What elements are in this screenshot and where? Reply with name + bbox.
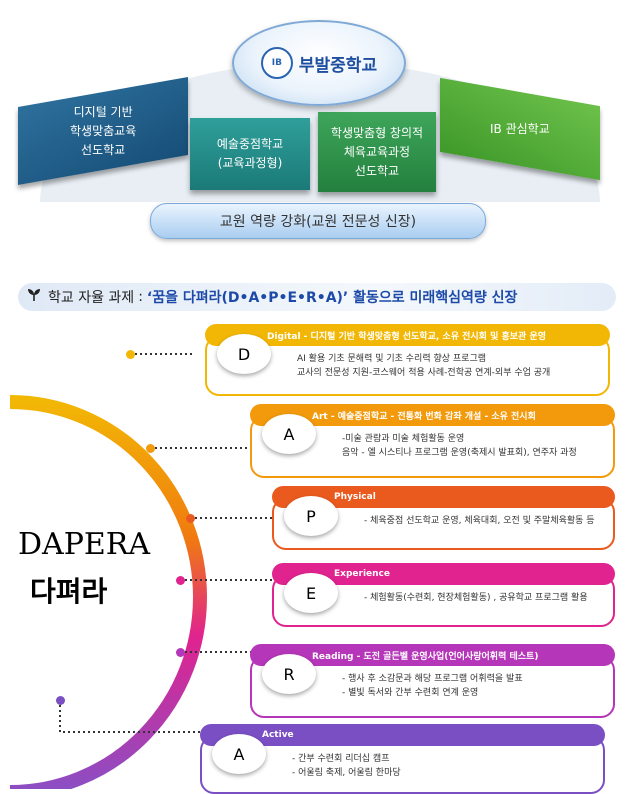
dapera-title: DAPERA bbox=[18, 527, 151, 562]
school-logo: IB bbox=[260, 47, 293, 79]
dapera-row-header: Active bbox=[200, 724, 605, 746]
dapera-row-header: Art - 예술중점학교 - 전통화 번화 감좌 개설 - 소유 전시회 bbox=[250, 404, 615, 426]
school-emblem: IB 부발중학교 bbox=[232, 20, 406, 106]
task-label: 학교 자율 과제 bbox=[48, 290, 135, 306]
dapera-row-line: - 체험활동(수련회, 현장체험활동) , 공유학교 프로그램 활용 bbox=[364, 593, 588, 603]
connector-dot bbox=[186, 514, 195, 523]
connector-dot bbox=[126, 350, 135, 359]
pillar-physical: 학생맞춤형 창의적 체육교육과정 선도학교 bbox=[318, 112, 436, 192]
pillar-line: 선도학교 bbox=[354, 163, 400, 178]
pillar-line: 선도학교 bbox=[80, 142, 126, 157]
dapera-row-line: - 체육중점 선도학교 운영, 체육대회, 오전 및 주말체육활동 등 bbox=[364, 516, 595, 526]
task-text: ‘꿈을 다펴라(D•A•P•E•R•A)’ 활동으로 미래핵심역량 신장 bbox=[146, 290, 518, 306]
teacher-capacity-pill: 교원 역량 강화(교원 전문성 신장) bbox=[150, 203, 486, 239]
dapera-korean-title: 다펴라 bbox=[30, 575, 108, 608]
dapera-letter-badge: A bbox=[262, 414, 316, 454]
dapera-row-header: Reading - 도전 골든벨 운영사업(언어사랑어휘력 테스트) bbox=[250, 644, 615, 666]
connector-dot bbox=[176, 648, 185, 657]
task-separator: : bbox=[138, 289, 143, 305]
dapera-row-header: Physical bbox=[272, 486, 615, 508]
dapera-row-line: -미술 관람과 미술 체험활동 운영 bbox=[342, 434, 465, 444]
dapera-row-line: - 별빛 독서와 간부 수련회 연계 운영 bbox=[342, 688, 479, 698]
connector-dot bbox=[146, 444, 155, 453]
dapera-row-line: AI 활용 기초 문해력 및 기초 수리력 향상 프로그램 bbox=[297, 354, 487, 364]
dapera-row-line: 음악 - 엘 시스티나 프로그램 운영(축제시 발표회), 연주자 과정 bbox=[342, 448, 577, 458]
dapera-letter-badge: E bbox=[284, 573, 338, 613]
pillar-line: 체육교육과정 bbox=[343, 144, 411, 159]
sprout-icon bbox=[26, 288, 48, 306]
pillar-art: 예술중점학교 (교육과정형) bbox=[190, 118, 310, 190]
task-bar: 학교 자율 과제 : ‘꿈을 다펴라(D•A•P•E•R•A)’ 활동으로 미래… bbox=[18, 283, 616, 311]
dapera-letter-badge: R bbox=[262, 654, 316, 694]
connector-dot bbox=[56, 696, 65, 705]
dapera-letter-badge: D bbox=[217, 334, 271, 374]
connector-dot bbox=[176, 576, 185, 585]
pillar-line: 학생맞춤형 창의적 bbox=[330, 125, 424, 140]
dapera-letter-badge: A bbox=[212, 734, 266, 774]
dapera-row-line: - 어울림 축제, 어울림 한마당 bbox=[292, 768, 401, 778]
dapera-row-line: - 행사 후 소감문과 해당 프로그램 어휘력을 발표 bbox=[342, 674, 523, 684]
dapera-row-header: Experience bbox=[272, 563, 615, 585]
pillar-line: IB 관심학교 bbox=[490, 121, 550, 136]
dapera-row-header: Digital - 디지털 기반 학생맞춤형 선도학교, 소유 전시회 및 홍보… bbox=[205, 324, 610, 346]
pillar-line: 학생맞춤교육 bbox=[69, 123, 137, 138]
dapera-letter-badge: P bbox=[284, 496, 338, 536]
school-name: 부발중학교 bbox=[298, 55, 378, 76]
pillar-line: 디지털 기반 bbox=[73, 104, 133, 119]
dapera-row-line: - 간부 수련회 리더십 캠프 bbox=[292, 754, 390, 764]
dapera-row-line: 교사의 전문성 지원-코스웨어 적용 사례-전학공 연계-외부 수업 공개 bbox=[297, 368, 551, 378]
pillar-line: 예술중점학교 bbox=[216, 137, 284, 151]
pillar-line: (교육과정형) bbox=[217, 156, 283, 170]
